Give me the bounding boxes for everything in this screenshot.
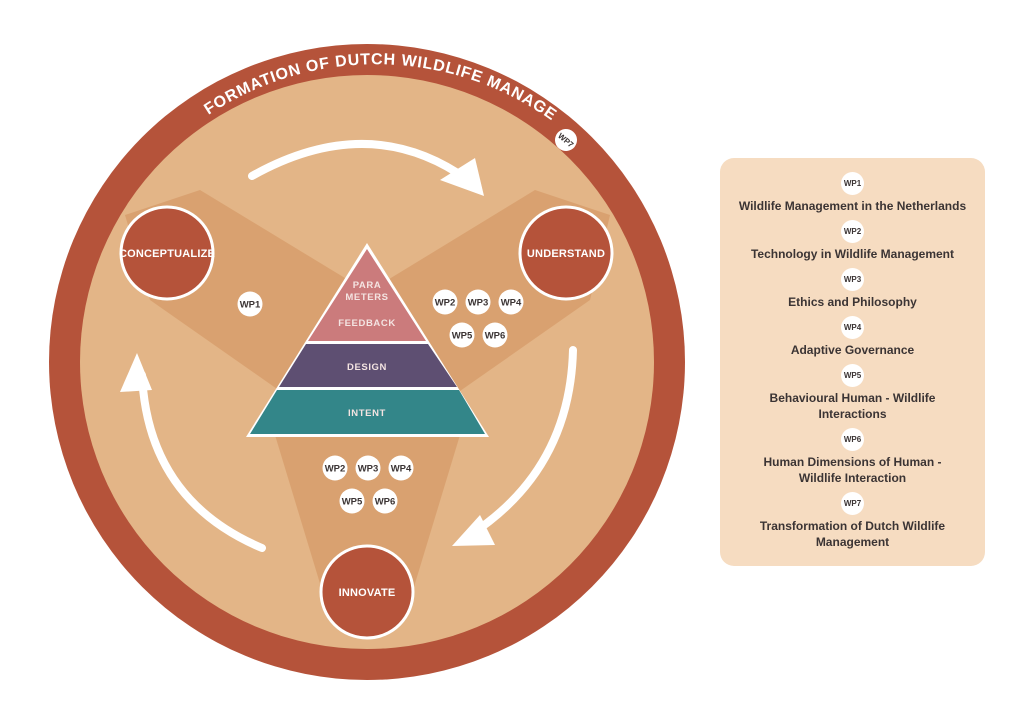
pyramid: PARA METERS FEEDBACK DESIGN INTENT <box>246 243 489 437</box>
svg-text:WP1: WP1 <box>240 300 261 311</box>
legend-item: WP6 Human Dimensions of Human - Wildlife… <box>734 428 971 486</box>
svg-text:WP4: WP4 <box>391 464 412 475</box>
legend-badge: WP2 <box>841 220 864 243</box>
layer-label-meters: METERS <box>345 292 388 303</box>
legend-badge: WP6 <box>841 428 864 451</box>
arrow-right <box>452 346 577 546</box>
legend-label: Behavioural Human - Wildlife Interaction… <box>769 391 936 421</box>
wp-badge: WP2 <box>432 289 458 315</box>
svg-text:INNOVATE: INNOVATE <box>339 587 396 599</box>
legend-item: WP5 Behavioural Human - Wildlife Interac… <box>734 364 971 422</box>
svg-text:WP2: WP2 <box>325 464 346 475</box>
layer-label-design: DESIGN <box>347 362 387 373</box>
wp-badge: WP3 <box>465 289 491 315</box>
layer-label-feedback: FEEDBACK <box>338 318 396 329</box>
legend-item: WP7 Transformation of Dutch Wildlife Man… <box>734 492 971 550</box>
layer-label-intent: INTENT <box>348 408 386 419</box>
svg-text:WP6: WP6 <box>375 497 396 508</box>
legend-label: Wildlife Management in the Netherlands <box>738 199 967 213</box>
arrow-top <box>248 140 484 196</box>
pyramid-layer-design <box>279 344 457 387</box>
wp-badge: WP4 <box>388 455 414 481</box>
wp-badge: WP2 <box>322 455 348 481</box>
wp-badge: WP5 <box>449 322 475 348</box>
legend-label: Technology in Wildlife Management <box>750 247 954 261</box>
wp-badge: WP3 <box>355 455 381 481</box>
wp-badge: WP5 <box>339 488 365 514</box>
legend-badge: WP4 <box>841 316 864 339</box>
legend-item: WP1 Wildlife Management in the Netherlan… <box>734 172 971 214</box>
stage-conceptualize: CONCEPTUALIZE <box>119 205 215 301</box>
layer-label-para: PARA <box>353 280 382 291</box>
svg-text:CONCEPTUALIZE: CONCEPTUALIZE <box>119 248 215 260</box>
stage-innovate: INNOVATE <box>319 544 415 640</box>
legend-item: WP4 Adaptive Governance <box>734 316 971 358</box>
svg-text:WP2: WP2 <box>435 298 456 309</box>
svg-text:WP5: WP5 <box>452 331 473 342</box>
stage-understand: UNDERSTAND <box>518 205 614 301</box>
wp-badge: WP6 <box>372 488 398 514</box>
legend-badge: WP1 <box>841 172 864 195</box>
legend-label: Ethics and Philosophy <box>788 295 917 309</box>
legend-badge: WP3 <box>841 268 864 291</box>
legend-item: WP3 Ethics and Philosophy <box>734 268 971 310</box>
wp-badge: WP4 <box>498 289 524 315</box>
pyramid-layer-feedback <box>308 249 426 341</box>
svg-text:WP6: WP6 <box>485 331 506 342</box>
legend-panel: WP1 Wildlife Management in the Netherlan… <box>720 158 985 566</box>
svg-text:WP4: WP4 <box>501 298 522 309</box>
legend-badge: WP5 <box>841 364 864 387</box>
svg-text:WP3: WP3 <box>358 464 379 475</box>
svg-text:WP5: WP5 <box>342 497 363 508</box>
legend-label: Transformation of Dutch Wildlife Managem… <box>759 519 946 549</box>
legend-label: Human Dimensions of Human - Wildlife Int… <box>763 455 942 485</box>
wp-badge: WP1 <box>237 291 263 317</box>
legend-badge: WP7 <box>841 492 864 515</box>
wedge-innovate <box>275 435 460 600</box>
arrow-left <box>120 353 266 552</box>
svg-text:UNDERSTAND: UNDERSTAND <box>527 248 605 260</box>
legend-item: WP2 Technology in Wildlife Management <box>734 220 971 262</box>
ring-title-badge: WP7 <box>555 129 577 151</box>
legend-label: Adaptive Governance <box>790 343 915 357</box>
svg-text:WP3: WP3 <box>468 298 489 309</box>
pyramid-layer-intent <box>250 390 485 434</box>
wp-badge: WP6 <box>482 322 508 348</box>
